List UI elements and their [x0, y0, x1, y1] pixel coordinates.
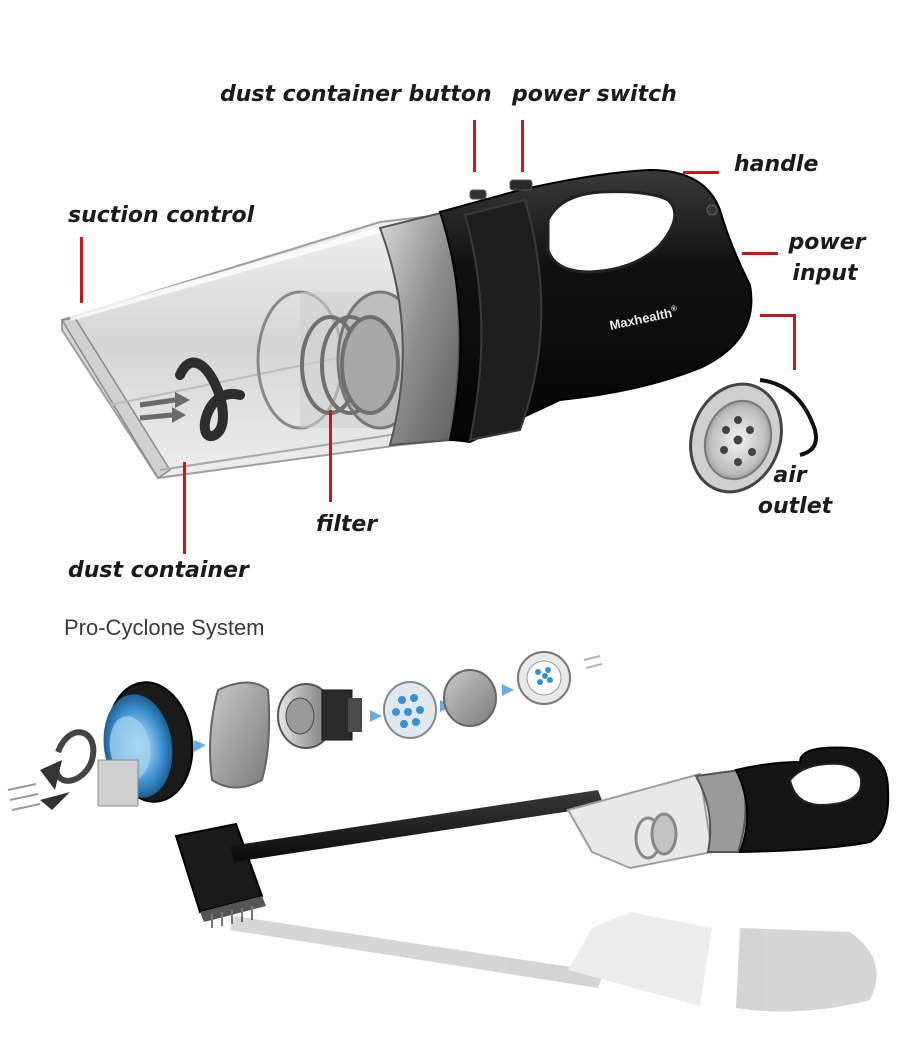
- label-dust-container-button: dust container button: [220, 82, 492, 107]
- leader-power-input: [742, 252, 778, 255]
- leader-dust-container-button: [473, 120, 476, 172]
- label-air-outlet-line1: air: [773, 463, 807, 488]
- hand-vacuum-illustration: [60, 168, 818, 494]
- motor-body: [438, 168, 753, 444]
- leader-air-outlet-v: [793, 314, 796, 370]
- outlet-cap-part: [517, 651, 571, 705]
- leader-filter: [329, 410, 332, 502]
- label-suction-control: suction control: [68, 203, 255, 228]
- airflow-lines-right: [583, 655, 603, 669]
- label-air-outlet-line2: outlet: [757, 494, 833, 519]
- arrow-4: [502, 684, 514, 696]
- airflow-arrows: [139, 357, 245, 442]
- motor-part: [277, 683, 362, 749]
- leader-air-outlet-h: [760, 314, 796, 317]
- label-power-switch: power switch: [512, 82, 677, 107]
- label-power-input-line1: power: [788, 230, 866, 255]
- leader-dust-container: [183, 462, 186, 554]
- air-outlet-shape: [689, 378, 818, 494]
- leader-power-switch: [521, 120, 524, 172]
- leader-handle: [683, 171, 719, 174]
- cyclone-head-part: [40, 681, 194, 810]
- stick-vacuum-illustration: [174, 746, 890, 928]
- label-handle: handle: [734, 152, 819, 177]
- floor-reflection: [230, 912, 877, 1012]
- airflow-lines-left: [7, 783, 41, 811]
- mesh-filter-part: [383, 681, 437, 739]
- label-power-input-line2: input: [792, 261, 858, 286]
- grey-disc-part: [443, 669, 497, 727]
- label-filter: filter: [316, 512, 378, 537]
- foam-filter-part: [209, 681, 271, 789]
- arrow-1: [194, 740, 206, 752]
- section-title: Pro-Cyclone System: [64, 615, 265, 640]
- label-dust-container: dust container: [68, 558, 249, 583]
- arrow-2: [370, 710, 382, 722]
- leader-suction-control: [80, 237, 83, 303]
